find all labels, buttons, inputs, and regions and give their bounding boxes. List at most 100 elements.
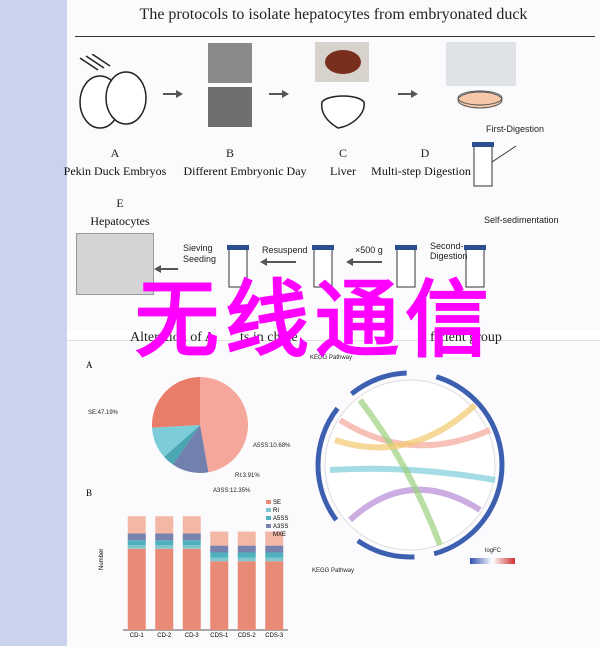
self-sedimentation-label: Self-sedimentation — [484, 215, 559, 225]
x-tick-label: CDS-3 — [265, 633, 284, 639]
legend-swatch — [266, 524, 271, 528]
bar-a3ss-cd-3 — [182, 533, 201, 541]
tube-icon — [464, 245, 486, 288]
x-tick-label: CD-2 — [157, 633, 172, 639]
kegg-title: KEGG Pathway — [310, 355, 353, 361]
digestion-photo — [446, 42, 516, 86]
bar-a3ss-cd-2 — [155, 533, 174, 541]
overlay-text: 无线通信 — [134, 271, 495, 369]
bar-se-cd-1 — [127, 548, 146, 630]
bar-mxe-cd-3 — [182, 516, 201, 534]
step-b-letter: B — [225, 146, 234, 160]
left-background — [0, 0, 67, 646]
pie-label-a5ss: A5SS:10.68% — [253, 443, 291, 449]
kegg-legend-title: KEGG Pathway — [312, 568, 355, 574]
logfc-label: logFC — [485, 548, 502, 554]
tube-icon — [312, 245, 334, 288]
bar-se-cd-2 — [155, 548, 174, 630]
step-e-letter: E — [116, 196, 124, 210]
pie-slice-a3ss — [172, 425, 209, 473]
tube-icon — [472, 142, 517, 187]
resuspend-label: Resuspend — [262, 245, 308, 255]
arrow-left-icon — [346, 258, 382, 266]
duck-egg-icon — [79, 54, 147, 129]
bar-a3ss-cds-2 — [237, 545, 256, 553]
bar-se-cds-1 — [210, 561, 229, 630]
pie-slice-a5ss — [152, 425, 200, 457]
bar-se-cd-3 — [182, 548, 201, 630]
bar-a5ss-cds-2 — [237, 552, 256, 558]
arrow-left-icon — [260, 258, 296, 266]
lower-title-part-1: Alteration of A — [130, 330, 215, 345]
step-a-letter: A — [110, 146, 120, 160]
sieving-label: Sieving — [183, 243, 213, 253]
title-divider — [75, 36, 595, 37]
bar-ri-cds-2 — [237, 557, 256, 562]
embryo-photo-2 — [208, 87, 252, 127]
arrow-right-icon — [398, 90, 418, 98]
seeding-label: Seeding — [183, 254, 217, 264]
arrow-right-icon — [163, 90, 183, 98]
panel-a-label: A — [86, 360, 93, 370]
legend-swatch — [266, 508, 271, 512]
x-tick-label: CD-3 — [185, 633, 200, 639]
bar-a3ss-cds-1 — [210, 545, 229, 553]
bar-a5ss-cd-2 — [155, 540, 174, 545]
x-tick-label: CDS-2 — [238, 633, 257, 639]
bar-mxe-cds-1 — [210, 531, 229, 546]
arrow-right-icon — [269, 90, 289, 98]
pie-slice-se — [200, 377, 248, 473]
step-e-name: Hepatocytes — [90, 214, 150, 228]
legend-label: MXE — [273, 532, 286, 538]
bar-a5ss-cd-1 — [127, 540, 146, 545]
splicing-pie-chart — [152, 377, 248, 473]
x-tick-label: CD-1 — [130, 633, 145, 639]
bar-mxe-cds-2 — [237, 531, 256, 546]
bar-se-cds-2 — [237, 561, 256, 630]
hepatocytes-photo — [76, 233, 154, 295]
panel-b-label: B — [86, 488, 93, 498]
bar-ri-cds-1 — [210, 557, 229, 562]
figure-title: The protocols to isolate hepatocytes fro… — [139, 6, 528, 23]
legend-label: RI — [273, 508, 279, 514]
arrow-left-icon — [154, 265, 178, 273]
bar-se-cds-3 — [265, 561, 284, 630]
step-d-name: Multi-step Digestion — [371, 164, 471, 178]
bar-a3ss-cd-1 — [127, 533, 146, 541]
step-d-letter: D — [420, 146, 430, 160]
step-a-name: Pekin Duck Embryos — [63, 164, 167, 178]
step-c-letter: C — [338, 146, 347, 160]
first-digestion-label: First-Digestion — [486, 124, 545, 134]
pie-slice-ri — [164, 425, 200, 465]
liver-icon — [320, 95, 365, 129]
legend-swatch — [266, 532, 271, 536]
bar-a5ss-cds-3 — [265, 552, 284, 558]
liver-photo — [315, 42, 369, 82]
lower-title-part-2: ts in chole — [240, 330, 298, 345]
bar-ri-cd-3 — [182, 545, 201, 549]
pie-label-ri: RI:3.91% — [235, 473, 260, 479]
second-digestion-label: Second- Digestion — [430, 241, 468, 261]
pie-slice-mxe — [152, 377, 200, 428]
centrifuge-label: ×500 g — [355, 245, 383, 255]
pie-label-a3ss: A3SS:12.35% — [213, 488, 251, 494]
bar-ri-cd-2 — [155, 545, 174, 549]
legend-label: SE — [273, 500, 281, 506]
bar-a3ss-cds-3 — [265, 545, 284, 553]
step-b-name: Different Embryonic Day — [183, 164, 307, 178]
pie-label-se: SE:47.19% — [88, 410, 119, 416]
step-c-name: Liver — [330, 164, 356, 178]
lower-title-part-3: ficient group — [430, 330, 502, 345]
y-axis-label: Number — [99, 549, 105, 570]
legend-swatch — [266, 516, 271, 520]
legend-label: A3SS — [273, 524, 288, 530]
logfc-scale — [470, 558, 515, 564]
legend-label: A5SS — [273, 516, 288, 522]
legend-swatch — [266, 500, 271, 504]
tube-icon — [395, 245, 417, 288]
bar-a5ss-cds-1 — [210, 552, 229, 558]
bar-a5ss-cd-3 — [182, 540, 201, 545]
petri-dish-icon — [457, 90, 503, 109]
chord-diagram — [315, 370, 505, 560]
